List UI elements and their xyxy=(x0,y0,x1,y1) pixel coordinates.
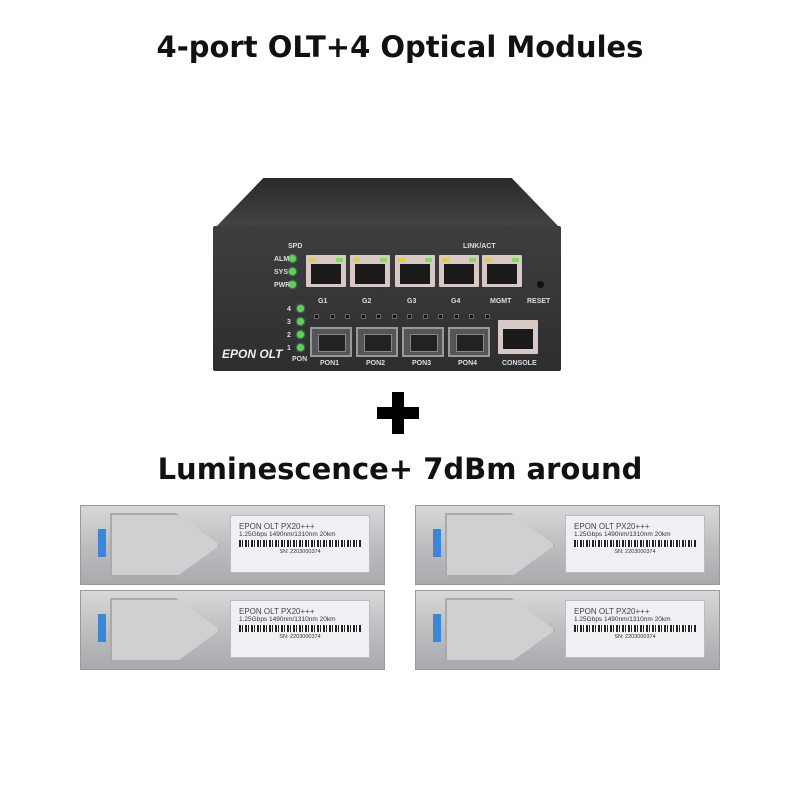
module-label: EPON OLT PX20+++ 1.25Gbps 1490nm/1310nm … xyxy=(565,515,705,573)
port-label: MGMT xyxy=(490,298,512,305)
pon-port[interactable] xyxy=(402,327,444,357)
port-indicator xyxy=(391,314,397,319)
pon-port[interactable] xyxy=(356,327,398,357)
barcode xyxy=(574,625,696,632)
pon-label: PON xyxy=(292,356,308,363)
port-indicator xyxy=(329,314,335,319)
port-indicator xyxy=(438,314,443,319)
spd-label: SPD xyxy=(288,243,303,250)
pon-led-label: 2 xyxy=(287,332,291,339)
latch-tab xyxy=(98,614,106,642)
pon-led xyxy=(297,305,304,312)
module-spec: 1.25Gbps 1490nm/1310nm 20km xyxy=(574,616,671,623)
rj45-port[interactable] xyxy=(395,255,435,287)
pon-led xyxy=(297,344,304,351)
pon-port-label: PON4 xyxy=(458,360,478,367)
pon-led xyxy=(297,318,304,325)
reset-button[interactable] xyxy=(537,281,544,288)
console-port[interactable] xyxy=(498,320,538,354)
module-label: EPON OLT PX20+++ 1.25Gbps 1490nm/1310nm … xyxy=(230,515,370,573)
latch-tab xyxy=(433,614,441,642)
barcode xyxy=(239,540,361,547)
module-spec: 1.25Gbps 1490nm/1310nm 20km xyxy=(574,531,671,538)
status-led-label: SYS xyxy=(274,269,289,276)
pon-led-label: 4 xyxy=(287,306,291,313)
pon-port-label: PON3 xyxy=(412,360,432,367)
port-label: G4 xyxy=(451,298,461,305)
module-label: EPON OLT PX20+++ 1.25Gbps 1490nm/1310nm … xyxy=(230,600,370,658)
sfp-module: EPON OLT PX20+++ 1.25Gbps 1490nm/1310nm … xyxy=(80,505,385,585)
latch-tab xyxy=(433,529,441,557)
status-led xyxy=(289,268,296,275)
rj45-port[interactable] xyxy=(482,255,522,287)
module-spec: 1.25Gbps 1490nm/1310nm 20km xyxy=(239,531,336,538)
port-label: G1 xyxy=(318,298,328,305)
port-indicator xyxy=(345,314,350,319)
latch-tab xyxy=(98,529,106,557)
chassis-top xyxy=(215,178,560,228)
sfp-module: EPON OLT PX20+++ 1.25Gbps 1490nm/1310nm … xyxy=(415,505,720,585)
link-act-label: LINK/ACT xyxy=(463,243,496,250)
status-led-label: ALM xyxy=(274,256,290,263)
module-serial: SN: 2203000374 xyxy=(279,634,321,640)
port-label: G2 xyxy=(362,298,372,305)
module-spec: 1.25Gbps 1490nm/1310nm 20km xyxy=(239,616,336,623)
pon-port[interactable] xyxy=(448,327,490,357)
pon-led xyxy=(297,331,304,338)
module-serial: SN: 2203000374 xyxy=(614,549,656,555)
pon-led-label: 1 xyxy=(287,345,291,352)
module-serial: SN: 2203000374 xyxy=(279,549,321,555)
pon-port[interactable] xyxy=(310,327,352,357)
port-indicator xyxy=(469,314,474,319)
pon-led-label: 3 xyxy=(287,319,291,326)
rj45-port[interactable] xyxy=(350,255,390,287)
sfp-module: EPON OLT PX20+++ 1.25Gbps 1490nm/1310nm … xyxy=(80,590,385,670)
rj45-port[interactable] xyxy=(306,255,346,287)
module-model: EPON OLT PX20+++ xyxy=(574,607,650,616)
port-indicator xyxy=(314,314,319,319)
port-indicator xyxy=(484,314,490,319)
sfp-module: EPON OLT PX20+++ 1.25Gbps 1490nm/1310nm … xyxy=(415,590,720,670)
module-label: EPON OLT PX20+++ 1.25Gbps 1490nm/1310nm … xyxy=(565,600,705,658)
module-model: EPON OLT PX20+++ xyxy=(574,522,650,531)
page-title: 4-port OLT+4 Optical Modules xyxy=(156,30,644,64)
port-indicator xyxy=(453,314,459,319)
subtitle: Luminescence+ 7dBm around xyxy=(157,452,643,486)
port-indicator xyxy=(360,314,366,319)
module-model: EPON OLT PX20+++ xyxy=(239,522,315,531)
status-led xyxy=(289,281,296,288)
module-serial: SN: 2203000374 xyxy=(614,634,656,640)
pon-port-label: PON1 xyxy=(320,360,340,367)
barcode xyxy=(574,540,696,547)
module-model: EPON OLT PX20+++ xyxy=(239,607,315,616)
plus-icon xyxy=(373,392,423,434)
port-label: G3 xyxy=(407,298,417,305)
reset-label: RESET xyxy=(527,298,551,305)
console-label: CONSOLE xyxy=(502,360,537,367)
pon-port-label: PON2 xyxy=(366,360,386,367)
barcode xyxy=(239,625,361,632)
status-led xyxy=(289,255,296,262)
rj45-port[interactable] xyxy=(439,255,479,287)
port-indicator xyxy=(422,314,428,319)
status-led-label: PWR xyxy=(274,282,291,289)
brand-logo: EPON OLT xyxy=(222,347,283,361)
port-indicator xyxy=(407,314,412,319)
port-indicator xyxy=(376,314,381,319)
